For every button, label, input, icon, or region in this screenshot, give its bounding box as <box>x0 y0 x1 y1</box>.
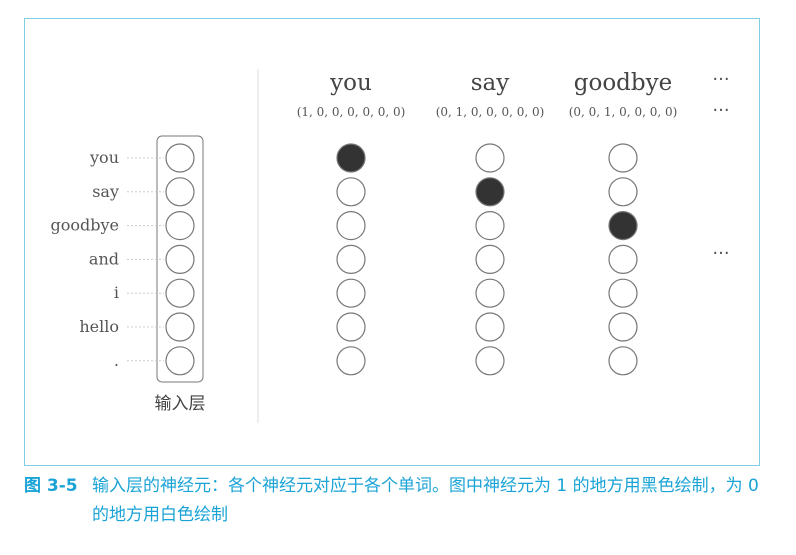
column-word: you <box>329 70 372 96</box>
input-word-label: hello <box>79 317 119 336</box>
neuron-inactive <box>336 244 366 274</box>
input-word-label: . <box>114 351 119 370</box>
neuron-active <box>475 177 505 207</box>
neuron-inactive <box>608 177 638 207</box>
figure-frame: you say goodbye and i hello. 输入层 you (1, 0, 0, 0… <box>24 18 760 466</box>
neuron-inactive <box>475 312 505 342</box>
ellipsis-neuron-row: ··· <box>712 243 729 264</box>
input-word-label: goodbye <box>51 216 120 235</box>
input-neuron <box>165 278 195 308</box>
one-hot-vector: (0, 1, 0, 0, 0, 0, 0) <box>436 105 545 119</box>
neuron-inactive <box>608 244 638 274</box>
ellipsis-vector-row: ··· <box>712 100 729 121</box>
input-word-label: you <box>89 148 119 167</box>
one-hot-vector: (0, 0, 1, 0, 0, 0, 0) <box>569 105 678 119</box>
column-word: goodbye <box>574 70 672 96</box>
input-neuron <box>165 312 195 342</box>
neuron-inactive <box>608 312 638 342</box>
neuron-inactive <box>336 346 366 376</box>
input-word-label: and <box>89 249 119 268</box>
neuron-inactive <box>475 244 505 274</box>
ellipsis-word-row: ··· <box>712 69 729 90</box>
input-layer-label: 输入层 <box>155 394 206 414</box>
neuron-inactive <box>608 278 638 308</box>
input-neuron <box>165 177 195 207</box>
input-word-label: i <box>114 283 119 302</box>
neuron-inactive <box>336 211 366 241</box>
figure-caption-text: 输入层的神经元：各个神经元对应于各个单词。图中神经元为 1 的地方用黑色绘制，为… <box>92 476 759 525</box>
neuron-inactive <box>336 278 366 308</box>
figure-number: 图 3-5 <box>24 476 78 496</box>
neuron-inactive <box>475 143 505 173</box>
one-hot-vector: (1, 0, 0, 0, 0, 0, 0) <box>297 105 406 119</box>
neuron-inactive <box>475 346 505 376</box>
neuron-inactive <box>336 177 366 207</box>
one-hot-neuron-diagram: you say goodbye and i hello. 输入层 you (1, 0, 0, 0… <box>51 69 730 423</box>
neuron-active <box>336 143 366 173</box>
neuron-inactive <box>608 346 638 376</box>
input-neuron <box>165 143 195 173</box>
neuron-inactive <box>475 211 505 241</box>
neuron-inactive <box>475 278 505 308</box>
neuron-inactive <box>608 143 638 173</box>
column-word: say <box>471 70 510 96</box>
input-neuron <box>165 346 195 376</box>
neuron-inactive <box>336 312 366 342</box>
input-neuron <box>165 211 195 241</box>
input-word-label: say <box>92 182 119 201</box>
neuron-active <box>608 211 638 241</box>
input-neuron <box>165 244 195 274</box>
